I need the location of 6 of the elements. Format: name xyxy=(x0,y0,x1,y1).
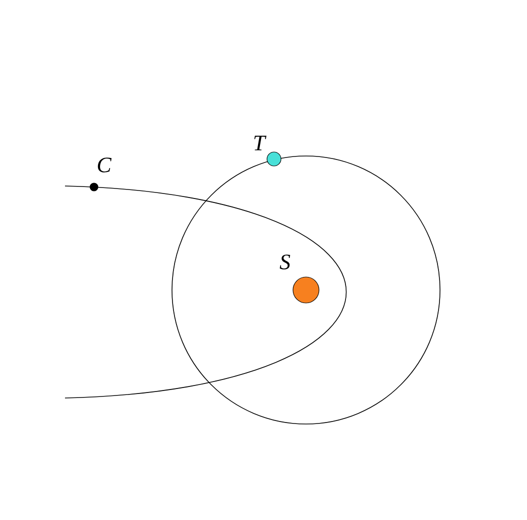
point-marker xyxy=(266,152,282,166)
point-marker xyxy=(90,182,98,192)
point-label: C xyxy=(98,158,112,172)
point-label: S xyxy=(280,254,290,270)
point-marker xyxy=(292,276,320,304)
point-label: T xyxy=(254,136,266,150)
